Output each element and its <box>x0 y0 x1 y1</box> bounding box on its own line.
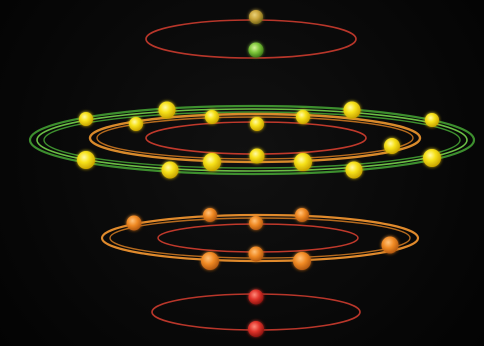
upper-dot <box>296 110 310 124</box>
upper-dot <box>161 161 179 179</box>
upper-dot <box>79 112 93 126</box>
upper-dot <box>249 148 265 164</box>
upper-dot <box>345 161 363 179</box>
upper-ring-green-3 <box>43 111 461 169</box>
top-dot-lower <box>248 42 264 58</box>
upper-dot <box>205 110 219 124</box>
upper-dot <box>77 151 95 169</box>
lower-dot <box>381 236 399 254</box>
bottom-dot-lower <box>248 321 264 337</box>
bottom-dot-upper <box>248 289 264 305</box>
top-dot-upper <box>249 10 263 24</box>
upper-dots <box>77 101 441 179</box>
lower-ring-group <box>100 208 420 270</box>
lower-dots <box>126 208 399 270</box>
lower-dot <box>126 215 142 231</box>
upper-dot <box>384 138 400 154</box>
upper-ring-green-1 <box>28 104 476 176</box>
upper-dot <box>425 113 439 127</box>
lower-dot <box>203 208 217 222</box>
upper-dot <box>423 149 441 167</box>
upper-ring-group <box>28 101 476 179</box>
upper-dot <box>294 153 312 171</box>
top-ring-group <box>145 10 357 59</box>
lower-dot <box>248 246 264 262</box>
lower-ring-orange-1 <box>100 213 420 263</box>
lower-dot <box>249 216 263 230</box>
upper-dot <box>343 101 361 119</box>
upper-dot <box>203 153 221 171</box>
lower-dot <box>293 252 311 270</box>
lower-dot <box>295 208 309 222</box>
bottom-ring-group <box>151 289 361 337</box>
upper-dot <box>250 117 264 131</box>
lower-dot <box>201 252 219 270</box>
upper-ring-green-2 <box>36 108 468 172</box>
upper-dot <box>129 117 143 131</box>
upper-dot <box>158 101 176 119</box>
